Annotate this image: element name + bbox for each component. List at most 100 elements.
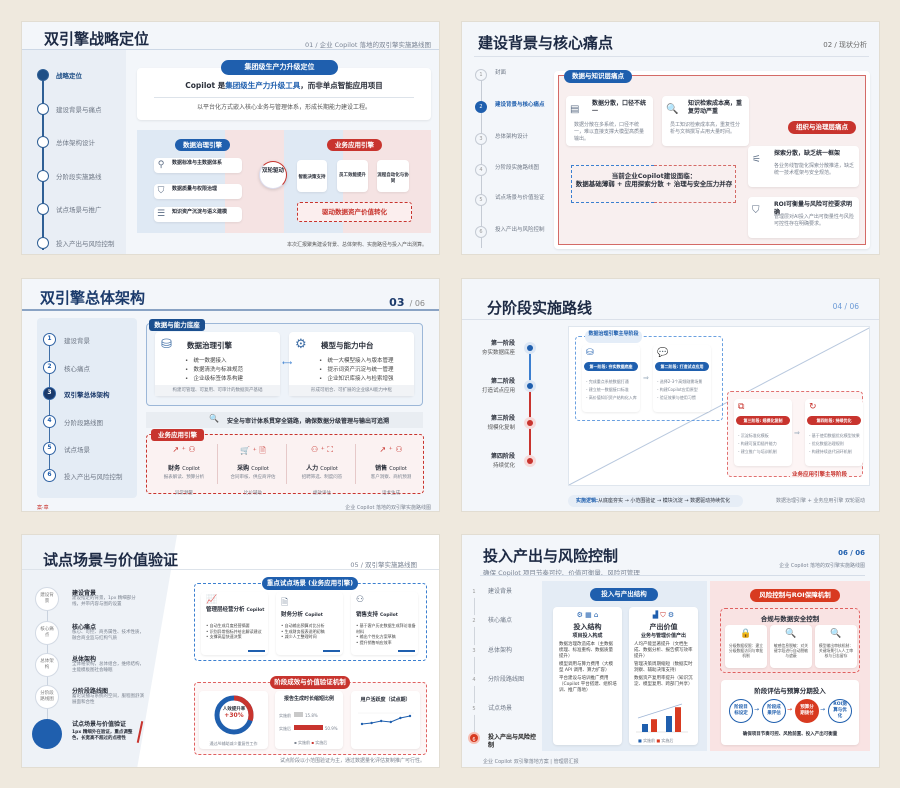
nav-item[interactable]: 总体架构设计 (495, 134, 529, 140)
nav-item[interactable]: 分阶段实施路线图 (495, 165, 540, 171)
nav-number[interactable]: 2 (468, 615, 480, 627)
timeline-node[interactable] (37, 237, 49, 249)
nav-item[interactable]: 建设背景 (64, 337, 90, 345)
sidebar-item[interactable]: 投入产出与风险控制 (56, 240, 115, 248)
output-subtitle: 业务与管理价值产出 (640, 633, 686, 639)
timeline-blue (529, 347, 531, 385)
nav-number[interactable]: 1 (475, 69, 487, 81)
nav-title-active[interactable]: 试点场景与价值验证 (72, 721, 127, 728)
nav-item[interactable]: 投入产出与风险控制 (488, 734, 537, 749)
nav-line (49, 339, 50, 477)
sidebar-item[interactable]: 战略定位 (56, 72, 82, 80)
nav-item[interactable]: 建设背景 (488, 588, 513, 595)
left-diagonal-panel (22, 535, 177, 767)
nav-title[interactable]: 总体架构 (72, 656, 97, 663)
engine-bullet: • 提示词资产沉淀与统一管理 (319, 367, 394, 373)
donut-label: 人效提升率+30% (222, 707, 246, 719)
data-item-label: 数据质量与权限治理 (172, 186, 218, 192)
nav-item[interactable]: 投入产出与风险控制 (495, 227, 545, 233)
nav-number[interactable]: 4 (468, 674, 480, 686)
nav-item[interactable]: 核心痛点 (488, 617, 513, 624)
pain-icon: ⚟ (752, 154, 761, 165)
pain-desc: 员工知识检索成本高，重复性分析与文档撰写占用大量时间。 (670, 122, 741, 135)
nav-number[interactable]: 5 (468, 703, 480, 715)
diagonal-line (569, 327, 869, 485)
timeline-node[interactable] (37, 69, 49, 81)
nav-title[interactable]: 核心痛点 (72, 624, 97, 631)
nav-circle[interactable]: 核心痛点 (35, 621, 59, 645)
nav-item[interactable]: 试点场景 (64, 446, 90, 454)
nav-item[interactable]: 封面 (495, 70, 507, 76)
pain-card (566, 96, 653, 146)
nav-circle-active[interactable] (32, 719, 62, 749)
slide-1-thumbnail[interactable]: 双引擎战略定位 01 / 企业 Copilot 落地的双引擎实施路线图 战略定位… (21, 21, 440, 255)
activity-line (361, 715, 411, 725)
value-box: 驱动数据资产价值转化 (297, 202, 412, 222)
bar-legend: ▪ 实施前 ▪ 实施后 (294, 740, 328, 745)
nav-item[interactable]: 试点场景与价值验证 (495, 195, 545, 201)
nav-circle[interactable]: 分阶段路线图 (35, 685, 59, 709)
phase-title: 阶段评估与预算分期投入 (754, 687, 826, 695)
slide-4-thumbnail[interactable]: 分阶段实施路线 04 / 06 第一阶段 夯实数据底座 第二阶段 打造试点应用 … (461, 278, 880, 512)
nav-number[interactable]: 3 (468, 645, 480, 657)
phase-step: 阶段目标设定 (729, 699, 753, 723)
biz-box (146, 434, 424, 494)
header-divider (462, 319, 879, 320)
scene-card (351, 592, 418, 655)
timeline-node[interactable] (37, 170, 49, 182)
nav-number[interactable]: 2 (43, 361, 56, 374)
network-icon: ⚲ (157, 160, 165, 170)
nav-number[interactable]: 4 (475, 164, 487, 176)
nav-number[interactable]: 3 (475, 133, 487, 145)
sidebar-item[interactable]: 试点场景与推广 (56, 206, 102, 214)
arrow-icon: ⇒ (643, 374, 649, 382)
slide-6-thumbnail[interactable]: 投入产出与风险控制 确保 Copilot 项目节奏可控、价值可衡量、风险可管理 … (461, 534, 880, 768)
nav-title[interactable]: 建设背景 (72, 590, 97, 597)
nav-item[interactable]: 建设背景与核心痛点 (495, 102, 545, 108)
page-indicator: 03 / 06 (389, 296, 425, 309)
slide-title: 试点场景与价值验证 (43, 551, 179, 569)
nav-number[interactable]: 1 (468, 586, 480, 598)
nav-item[interactable]: 试点场景 (488, 705, 513, 712)
nav-number[interactable]: 5 (43, 442, 56, 455)
phase-icon: ↻ (809, 402, 817, 412)
timeline-node[interactable] (37, 136, 49, 148)
phase-pill: 第四阶段: 持续优化 (807, 416, 861, 425)
nav-circle[interactable]: 建设背景 (35, 587, 59, 611)
arrow-icon: ⇒ (794, 429, 800, 437)
nav-item[interactable]: 分阶段路线图 (64, 419, 103, 427)
slide-footer: 企业 Copilot 双引擎落地方案 | 管理层汇报 (483, 759, 579, 765)
page-indicator: 06 / 06 (838, 549, 865, 557)
nav-number[interactable]: 2 (475, 101, 487, 113)
nav-number[interactable]: 3 (43, 387, 56, 400)
sidebar-item[interactable]: 建设背景与痛点 (56, 106, 102, 114)
sidebar-item[interactable]: 分阶段实施路线 (56, 173, 102, 181)
nav-number[interactable]: 1 (43, 333, 56, 346)
nav-item[interactable]: 分阶段路线图 (488, 676, 525, 683)
nav-item[interactable]: 核心痛点 (64, 365, 90, 373)
nav-item[interactable]: 双引擎总体架构 (64, 391, 110, 399)
biz-badge: 业务应用引擎 (151, 429, 204, 441)
nav-item[interactable]: 总体架构 (488, 647, 513, 654)
slide-3-thumbnail[interactable]: 双引擎总体架构 03 / 06 1 建设背景 2 核心痛点 3 双引擎总体架构 4 分… (21, 278, 440, 512)
nav-number[interactable]: 4 (43, 415, 56, 428)
slide-5-thumbnail[interactable]: 试点场景与价值验证 05 / 双引擎实施路线图 建设背景 建设背景 建设指定的背… (21, 534, 440, 768)
scene-bullet: • 自动生成月度经营摘要 (206, 623, 250, 628)
arrow-icon: → (754, 706, 760, 713)
slide-title: 双引擎总体架构 (40, 289, 146, 307)
nav-item[interactable]: 投入产出与风险控制 (64, 473, 123, 481)
nav-number[interactable]: 6 (468, 732, 480, 744)
nav-number[interactable]: 6 (43, 469, 56, 482)
timeline-node[interactable] (37, 103, 49, 115)
sidebar-item[interactable]: 总体架构设计 (56, 139, 95, 147)
phase-pill: 第二阶段: 打造试点应用 (655, 362, 709, 371)
engine-footer: 构建可管理、可复用、可审计的数据资产基础 (155, 385, 280, 396)
efficiency-card (199, 691, 268, 749)
nav-number[interactable]: 6 (475, 226, 487, 238)
output-item: 数据资产复用率提升（知识沉淀、模型复用、跨部门共享） (634, 676, 693, 687)
timeline-node[interactable] (37, 203, 49, 215)
nav-number[interactable]: 5 (475, 194, 487, 206)
nav-title[interactable]: 分阶段路线图 (72, 688, 109, 695)
nav-circle[interactable]: 总体架构 (35, 653, 59, 677)
